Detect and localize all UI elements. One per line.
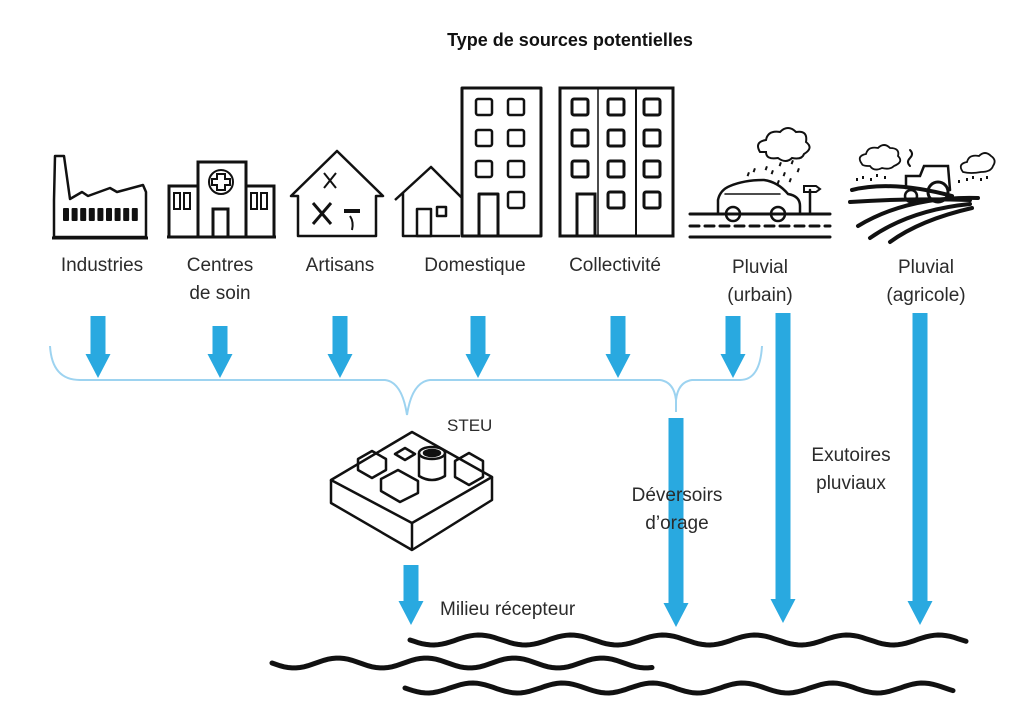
factory-window bbox=[114, 208, 121, 221]
factory-window bbox=[123, 208, 130, 221]
factory-window bbox=[131, 208, 138, 221]
window bbox=[570, 97, 590, 117]
rain-drop bbox=[958, 180, 960, 183]
rain-drop bbox=[796, 168, 800, 173]
window bbox=[642, 190, 662, 210]
wave-line bbox=[402, 680, 956, 696]
rain-drop bbox=[778, 162, 782, 167]
rain-drop bbox=[752, 168, 756, 173]
rain-drop bbox=[782, 172, 786, 177]
window bbox=[506, 128, 526, 148]
source-label-line: Pluvial bbox=[898, 257, 954, 278]
window bbox=[474, 159, 494, 179]
window bbox=[606, 159, 626, 179]
window bbox=[506, 97, 526, 117]
window bbox=[642, 159, 662, 179]
source-label-collectivite: Collectivité bbox=[569, 255, 661, 276]
window bbox=[642, 97, 662, 117]
source-label-line: Centres bbox=[186, 255, 254, 276]
flow-arrow bbox=[207, 326, 233, 378]
exutoires-label: Exutoires pluviaux bbox=[796, 442, 906, 498]
deversoirs-label-line: Déversoirs bbox=[631, 485, 723, 506]
rain-drop bbox=[862, 176, 864, 179]
flow-arrow bbox=[663, 418, 689, 627]
rain-drop bbox=[876, 174, 878, 177]
rain-drop bbox=[746, 172, 750, 177]
flow-arrow bbox=[398, 565, 424, 625]
source-label-pluvial-agricole: Pluvial (agricole) bbox=[866, 254, 986, 310]
window bbox=[606, 97, 626, 117]
source-label-line: (urbain) bbox=[727, 285, 793, 306]
exutoires-label-line: pluviaux bbox=[816, 473, 886, 494]
source-label-industries: Industries bbox=[60, 255, 144, 276]
factory-window bbox=[63, 208, 69, 221]
deversoirs-label: Déversoirs d’orage bbox=[612, 482, 742, 538]
source-label-centres-de-soin: Centres de soin bbox=[160, 252, 280, 308]
workshop-house-icon bbox=[289, 149, 385, 238]
factory-icon bbox=[52, 154, 148, 240]
factory-window bbox=[80, 208, 87, 221]
flow-arrow bbox=[465, 316, 491, 378]
rain-drop bbox=[856, 178, 858, 181]
rain-drop bbox=[764, 166, 768, 171]
source-label-line: Pluvial bbox=[732, 257, 788, 278]
rain-drop bbox=[870, 178, 872, 181]
rain-drop bbox=[770, 170, 774, 175]
rain-drop bbox=[788, 178, 792, 183]
diagram-title: Type de sources potentielles bbox=[447, 30, 693, 50]
window bbox=[474, 97, 494, 117]
source-label-artisans: Artisans bbox=[305, 255, 375, 276]
rain-drop bbox=[980, 178, 982, 181]
flow-arrows bbox=[85, 313, 933, 627]
source-label-line: (agricole) bbox=[886, 285, 966, 306]
flow-arrow bbox=[605, 316, 631, 378]
collection-bracket-steu bbox=[49, 345, 763, 416]
treatment-plant-icon bbox=[329, 430, 494, 552]
rain-drop bbox=[966, 178, 968, 181]
exutoires-label-line: Exutoires bbox=[811, 445, 891, 466]
rain-drop bbox=[884, 176, 886, 179]
flow-arrow bbox=[907, 313, 933, 625]
water-waves-icon bbox=[269, 632, 969, 696]
rain-drop bbox=[972, 176, 974, 179]
rain-drop bbox=[790, 160, 794, 165]
window bbox=[506, 159, 526, 179]
tractor-field-rain-icon bbox=[848, 144, 996, 244]
factory-window bbox=[106, 208, 112, 221]
window bbox=[474, 128, 494, 148]
flow-arrow bbox=[327, 316, 353, 378]
window bbox=[506, 190, 526, 210]
flow-arrow bbox=[85, 316, 111, 378]
factory-window bbox=[71, 208, 78, 221]
house-and-apartment-icon bbox=[394, 86, 543, 238]
car-rain-road-icon bbox=[688, 127, 832, 239]
window bbox=[642, 128, 662, 148]
wave-line bbox=[269, 655, 655, 671]
flow-arrow bbox=[770, 313, 796, 623]
flow-arrow bbox=[720, 316, 746, 378]
factory-window bbox=[97, 208, 104, 221]
wave-line bbox=[407, 632, 969, 648]
source-label-domestique: Domestique bbox=[424, 255, 526, 276]
milieu-recepteur-label: Milieu récepteur bbox=[440, 599, 576, 620]
rain-drop bbox=[986, 176, 988, 179]
apartment-block-icon bbox=[558, 86, 675, 238]
factory-window bbox=[88, 208, 95, 221]
window bbox=[570, 159, 590, 179]
window bbox=[606, 128, 626, 148]
deversoirs-label-line: d’orage bbox=[645, 513, 709, 534]
source-label-pluvial-urbain: Pluvial (urbain) bbox=[705, 254, 815, 310]
source-label-line: de soin bbox=[189, 283, 251, 304]
window bbox=[606, 190, 626, 210]
window bbox=[570, 128, 590, 148]
hospital-icon bbox=[167, 160, 276, 239]
steu-label: STEU bbox=[447, 416, 492, 435]
